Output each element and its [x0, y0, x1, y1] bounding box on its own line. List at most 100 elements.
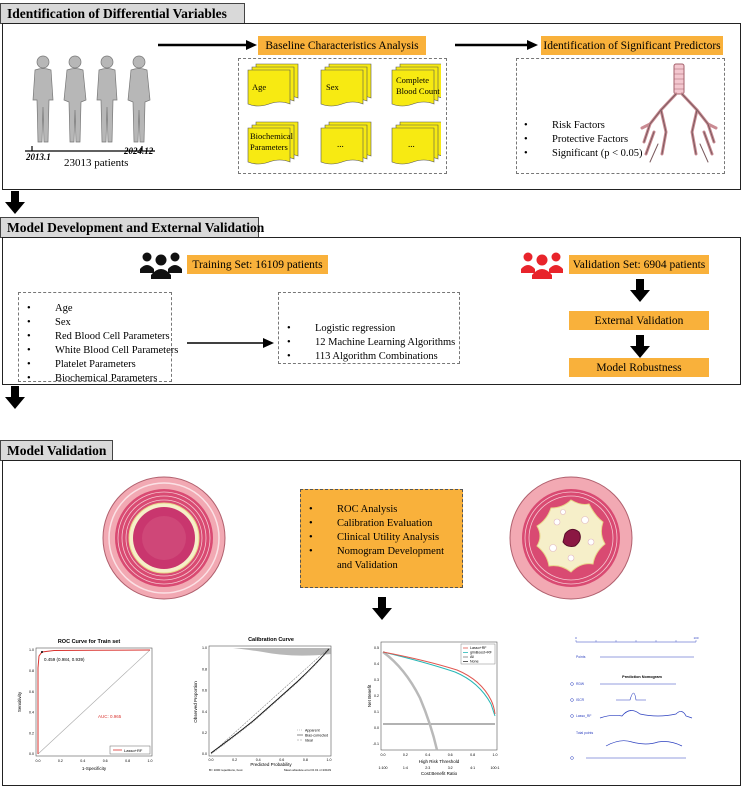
roc-plot-frame [35, 647, 153, 757]
dca-y-tick: 0.2 [374, 694, 379, 698]
roc-point [41, 651, 43, 653]
calib-legend: Apparent Bias-corrected Ideal [297, 729, 328, 743]
arrow-down-icon [372, 597, 392, 620]
section2-title: Model Development and External Validatio… [0, 217, 264, 238]
nomo-scale-left: 0 [575, 636, 577, 640]
analysis-item: Calibration Evaluation [309, 517, 455, 531]
predictor-item: Significant (p < 0.05) [524, 147, 643, 161]
predictors-frame [516, 58, 725, 174]
nomo-marker [570, 756, 574, 760]
predictor-item: Protective Factors [524, 133, 643, 147]
nomo-ticks [575, 640, 697, 642]
roc-x-tick: 0.2 [58, 759, 63, 763]
nomo-marker [570, 682, 574, 686]
roc-y-tick: 0.2 [29, 731, 34, 735]
calib-x-tick: 0.0 [209, 758, 214, 762]
dca-y-tick: 0.5 [374, 646, 379, 650]
section3-panel [2, 460, 741, 786]
calib-y-tick: 1.0 [202, 646, 207, 650]
card-cbc: Complete Blood Count [396, 75, 440, 96]
dca-legend-text: Lasso+RF [470, 646, 487, 650]
roc-y-tick: 0.0 [29, 752, 34, 756]
dca-all-line [382, 650, 439, 751]
calib-y-tick: 0.8 [202, 667, 207, 671]
arrow-right-icon [455, 40, 538, 50]
dca-lassorf-line [382, 651, 496, 715]
calib-plot-frame [208, 645, 332, 757]
variables-list: Age Sex Red Blood Cell Parameters White … [27, 302, 178, 386]
card-more-2: ... [408, 139, 415, 149]
group-people-red-icon [521, 252, 563, 279]
dca-y-tick: 0.0 [374, 726, 379, 730]
calib-bias-corrected-line [210, 648, 330, 754]
baseline-analysis-box: Baseline Characteristics Analysis [258, 36, 426, 55]
calib-foot-right: Mean absolute error=0.01 n=16109 [284, 768, 331, 772]
dca-cost-benefit-tick: 2:3 [425, 766, 430, 770]
roc-y-tick: 1.0 [29, 648, 34, 652]
dca-legend-text: None [470, 660, 479, 664]
calib-xlabel: Predicted Probability [250, 762, 292, 767]
predictor-item: Risk Factors [524, 119, 643, 133]
diseased-artery-cross-section [509, 476, 633, 600]
roc-diagonal [37, 649, 151, 755]
model-robustness-box: Model Robustness [569, 358, 709, 377]
dca-plot-frame [380, 641, 498, 751]
dca-xlabel: High Risk Threshold [419, 759, 460, 764]
nomo-iscr-density [616, 692, 646, 701]
calib-ylabel: Observed Proportion [193, 681, 198, 723]
nomo-marker [570, 698, 574, 702]
dca-cost-benefit-tick: 100:1 [491, 766, 500, 770]
roc-point-label: 0.459 (0.984, 0.939) [44, 657, 85, 662]
dca-y-tick: 0.1 [374, 710, 379, 714]
calib-x-tick: 0.4 [256, 758, 261, 762]
variable-item: Age [27, 302, 178, 316]
calib-x-tick: 1.0 [327, 758, 332, 762]
dca-y-tick: -0.1 [373, 742, 379, 746]
healthy-artery-cross-section [102, 476, 226, 600]
roc-auc-label: AUC: 0.965 [98, 714, 122, 719]
arrow-down-icon [630, 335, 650, 358]
roc-y-tick: 0.6 [29, 690, 34, 694]
roc-x-tick: 0.8 [125, 759, 130, 763]
group-people-icon [140, 252, 182, 279]
variable-item: Biochemical Parameters [27, 372, 178, 386]
dca-legend-text: All [470, 655, 474, 659]
dca-xlabel2: Cost:Benefit Ratio [421, 771, 458, 776]
methods-list: Logistic regression 12 Machine Learning … [287, 322, 455, 364]
timeline-end-label: 2024.12 [124, 146, 154, 156]
calib-y-tick: 0.2 [202, 731, 207, 735]
roc-y-tick: 0.4 [29, 711, 34, 715]
calib-title: Calibration Curve [248, 637, 294, 643]
calib-apparent-line [210, 649, 330, 755]
dca-x-tick: 0.6 [448, 753, 453, 757]
roc-x-tick: 0.4 [80, 759, 85, 763]
arrow-down-icon [5, 191, 25, 214]
dca-legend [460, 643, 496, 665]
nomo-scale-right: 100 [693, 636, 698, 640]
analyses-list: ROC Analysis Calibration Evaluation Clin… [309, 503, 455, 573]
arrow-down-icon [630, 279, 650, 302]
training-set-box: Training Set: 16109 patients [187, 255, 328, 274]
timeline-start-label: 2013.1 [26, 152, 51, 162]
nomo-label: Points [576, 655, 586, 659]
arrow-right-icon [158, 40, 257, 50]
roc-x-tick: 0.6 [103, 759, 108, 763]
dca-x-tick: 1.0 [493, 753, 498, 757]
roc-legend-text: Lasso+RF [124, 748, 143, 753]
decision-curve-chart: Lasso+RF glmBoost+RF All None Net Benefi… [367, 641, 500, 776]
variable-item: Platelet Parameters [27, 358, 178, 372]
dca-cost-benefit-tick: 4:1 [470, 766, 475, 770]
lungs-icon [640, 63, 718, 163]
section3-title: Model Validation [0, 440, 113, 461]
nomo-label: ISCR [576, 698, 585, 702]
roc-y-tick: 0.8 [29, 669, 34, 673]
calib-foot-left: B= 1000 repetitions, boot [209, 768, 243, 772]
method-item: Logistic regression [287, 322, 455, 336]
dca-y-tick: 0.4 [374, 662, 379, 666]
calib-x-tick: 0.2 [232, 758, 237, 762]
validation-set-box: Validation Set: 6904 patients [569, 255, 709, 274]
nomo-marker [570, 714, 574, 718]
nomogram-chart: Prediction Nomogram 0 100 Points RDW ISC… [570, 636, 699, 760]
roc-xlabel: 1-Specificity [82, 766, 107, 771]
variable-item: Sex [27, 316, 178, 330]
